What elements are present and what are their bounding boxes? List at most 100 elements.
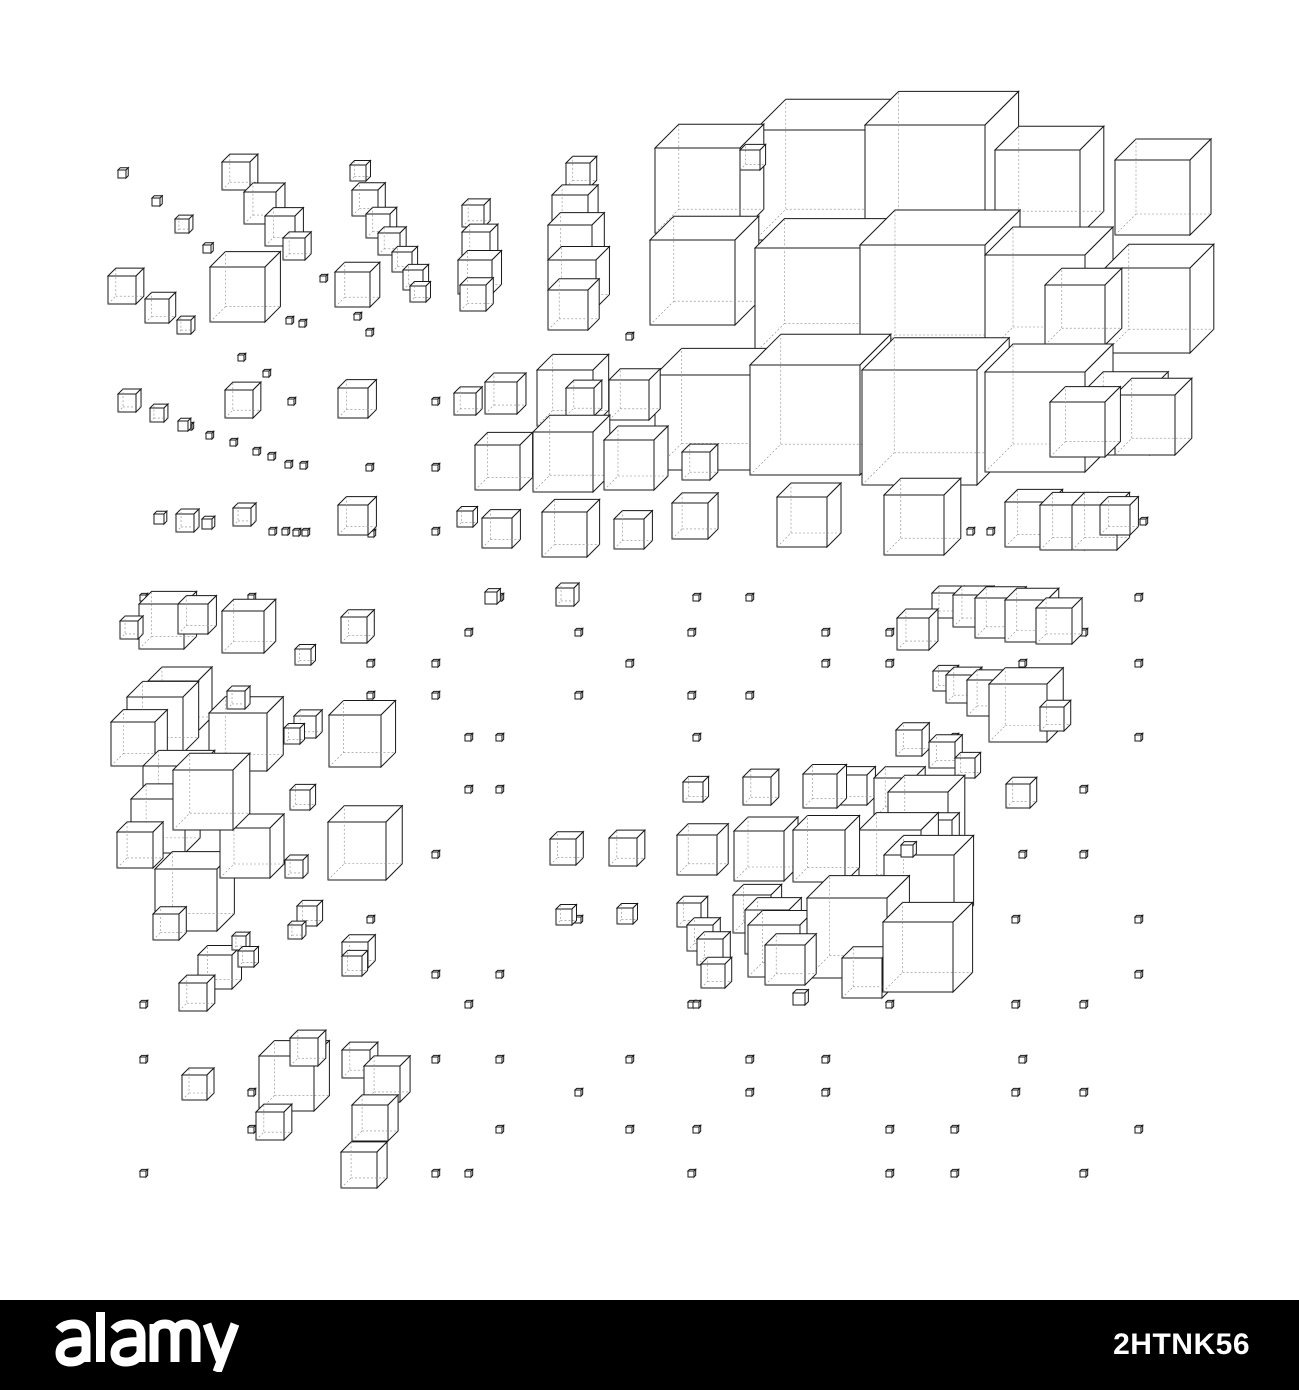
wireframe-cube	[231, 501, 258, 528]
wireframe-cube	[116, 387, 143, 414]
wireframe-cube	[1017, 658, 1028, 669]
wireframe-cube	[546, 277, 601, 332]
wireframe-cube	[280, 526, 291, 537]
wireframe-cube	[573, 1087, 584, 1098]
wireframe-cube	[483, 587, 502, 606]
wireframe-cubes-illustration	[106, 90, 1216, 1190]
wireframe-cube	[573, 690, 584, 701]
wireframe-cube	[895, 607, 940, 652]
wireframe-cube	[691, 1124, 702, 1135]
wireframe-cube	[452, 385, 484, 417]
wireframe-cube	[691, 999, 702, 1010]
wireframe-cube	[143, 291, 177, 325]
wireframe-cube	[288, 783, 317, 812]
wireframe-cube	[236, 352, 247, 363]
wireframe-cube	[675, 822, 730, 877]
wireframe-cube	[288, 1028, 328, 1068]
wireframe-cube	[801, 763, 848, 810]
wireframe-cube	[531, 413, 612, 494]
wireframe-cube	[293, 643, 317, 667]
wireframe-cube	[430, 969, 441, 980]
wireframe-cube	[298, 460, 309, 471]
wireframe-cube	[1043, 266, 1124, 347]
wireframe-cube	[965, 526, 976, 537]
wireframe-cube	[251, 446, 262, 457]
wireframe-cube	[494, 784, 505, 795]
wireframe-cube	[267, 526, 278, 537]
wireframe-cube	[430, 1168, 441, 1179]
wireframe-cube	[430, 462, 441, 473]
wireframe-cube	[607, 828, 647, 868]
wireframe-cube	[1133, 732, 1144, 743]
wireframe-cube	[177, 973, 217, 1013]
wireframe-cube	[333, 260, 382, 309]
alamy-logo-wordmark	[55, 1312, 240, 1372]
wireframe-cube	[602, 424, 670, 492]
wireframe-cube	[686, 1168, 697, 1179]
wireframe-cube	[430, 658, 441, 669]
wireframe-cube	[339, 1140, 389, 1190]
wireframe-cube	[148, 402, 170, 424]
wireframe-cube	[246, 1087, 257, 1098]
wireframe-cube	[408, 280, 432, 304]
wireframe-cube	[744, 592, 755, 603]
wireframe-cube	[894, 721, 931, 758]
wireframe-cube	[116, 166, 130, 180]
wireframe-cube	[691, 592, 702, 603]
wireframe-cube	[286, 396, 297, 407]
wireframe-cube	[1133, 592, 1144, 603]
wireframe-cube	[430, 849, 441, 860]
wireframe-cube	[480, 508, 522, 550]
wireframe-cube	[365, 914, 376, 925]
wireframe-cube	[680, 442, 720, 482]
wireframe-cube	[820, 627, 831, 638]
wireframe-cube	[564, 378, 604, 418]
wireframe-cube	[327, 699, 397, 769]
wireframe-cube	[1034, 596, 1084, 646]
wireframe-cube	[494, 1054, 505, 1065]
wireframe-cube	[949, 1168, 960, 1179]
wireframe-cube	[1113, 137, 1213, 237]
wireframe-cube	[463, 784, 474, 795]
wireframe-cube	[348, 159, 372, 183]
wireframe-cube	[1113, 376, 1194, 457]
wireframe-cube	[1078, 784, 1089, 795]
wireframe-cube	[1017, 849, 1028, 860]
wireframe-cube	[1017, 1054, 1028, 1065]
wireframe-cube	[364, 462, 375, 473]
wireframe-cube	[326, 804, 404, 882]
wireframe-cube	[741, 767, 781, 807]
wireframe-cube	[138, 999, 149, 1010]
wireframe-cube	[763, 932, 818, 987]
wireframe-cube	[109, 708, 169, 768]
wireframe-cube	[283, 853, 310, 880]
wireframe-cube	[174, 507, 201, 534]
stock-image	[106, 90, 1216, 1190]
wireframe-cube	[691, 732, 702, 743]
wireframe-cube	[297, 318, 308, 329]
wireframe-cube	[225, 684, 252, 711]
wireframe-cube	[340, 949, 369, 978]
wireframe-cube	[106, 266, 146, 306]
wireframe-cube	[220, 152, 260, 192]
wireframe-cube	[463, 999, 474, 1010]
wireframe-cube	[223, 380, 263, 420]
wireframe-cube	[365, 690, 376, 701]
wireframe-cube	[953, 751, 982, 780]
wireframe-cube	[1098, 495, 1140, 537]
wireframe-cube	[460, 197, 492, 229]
wireframe-cube	[261, 368, 272, 379]
wireframe-cube	[151, 905, 188, 942]
wireframe-cube	[137, 590, 198, 651]
wireframe-cube	[624, 658, 635, 669]
wireframe-cube	[283, 459, 294, 470]
wireframe-cube	[1010, 999, 1021, 1010]
wireframe-cube	[1138, 516, 1149, 527]
wireframe-cube	[884, 999, 895, 1010]
wireframe-cube	[884, 627, 895, 638]
wireframe-cube	[732, 815, 800, 883]
wireframe-cube	[670, 491, 720, 541]
wireframe-cube	[1078, 1087, 1089, 1098]
wireframe-cube	[473, 431, 534, 492]
wireframe-cube	[281, 230, 313, 262]
